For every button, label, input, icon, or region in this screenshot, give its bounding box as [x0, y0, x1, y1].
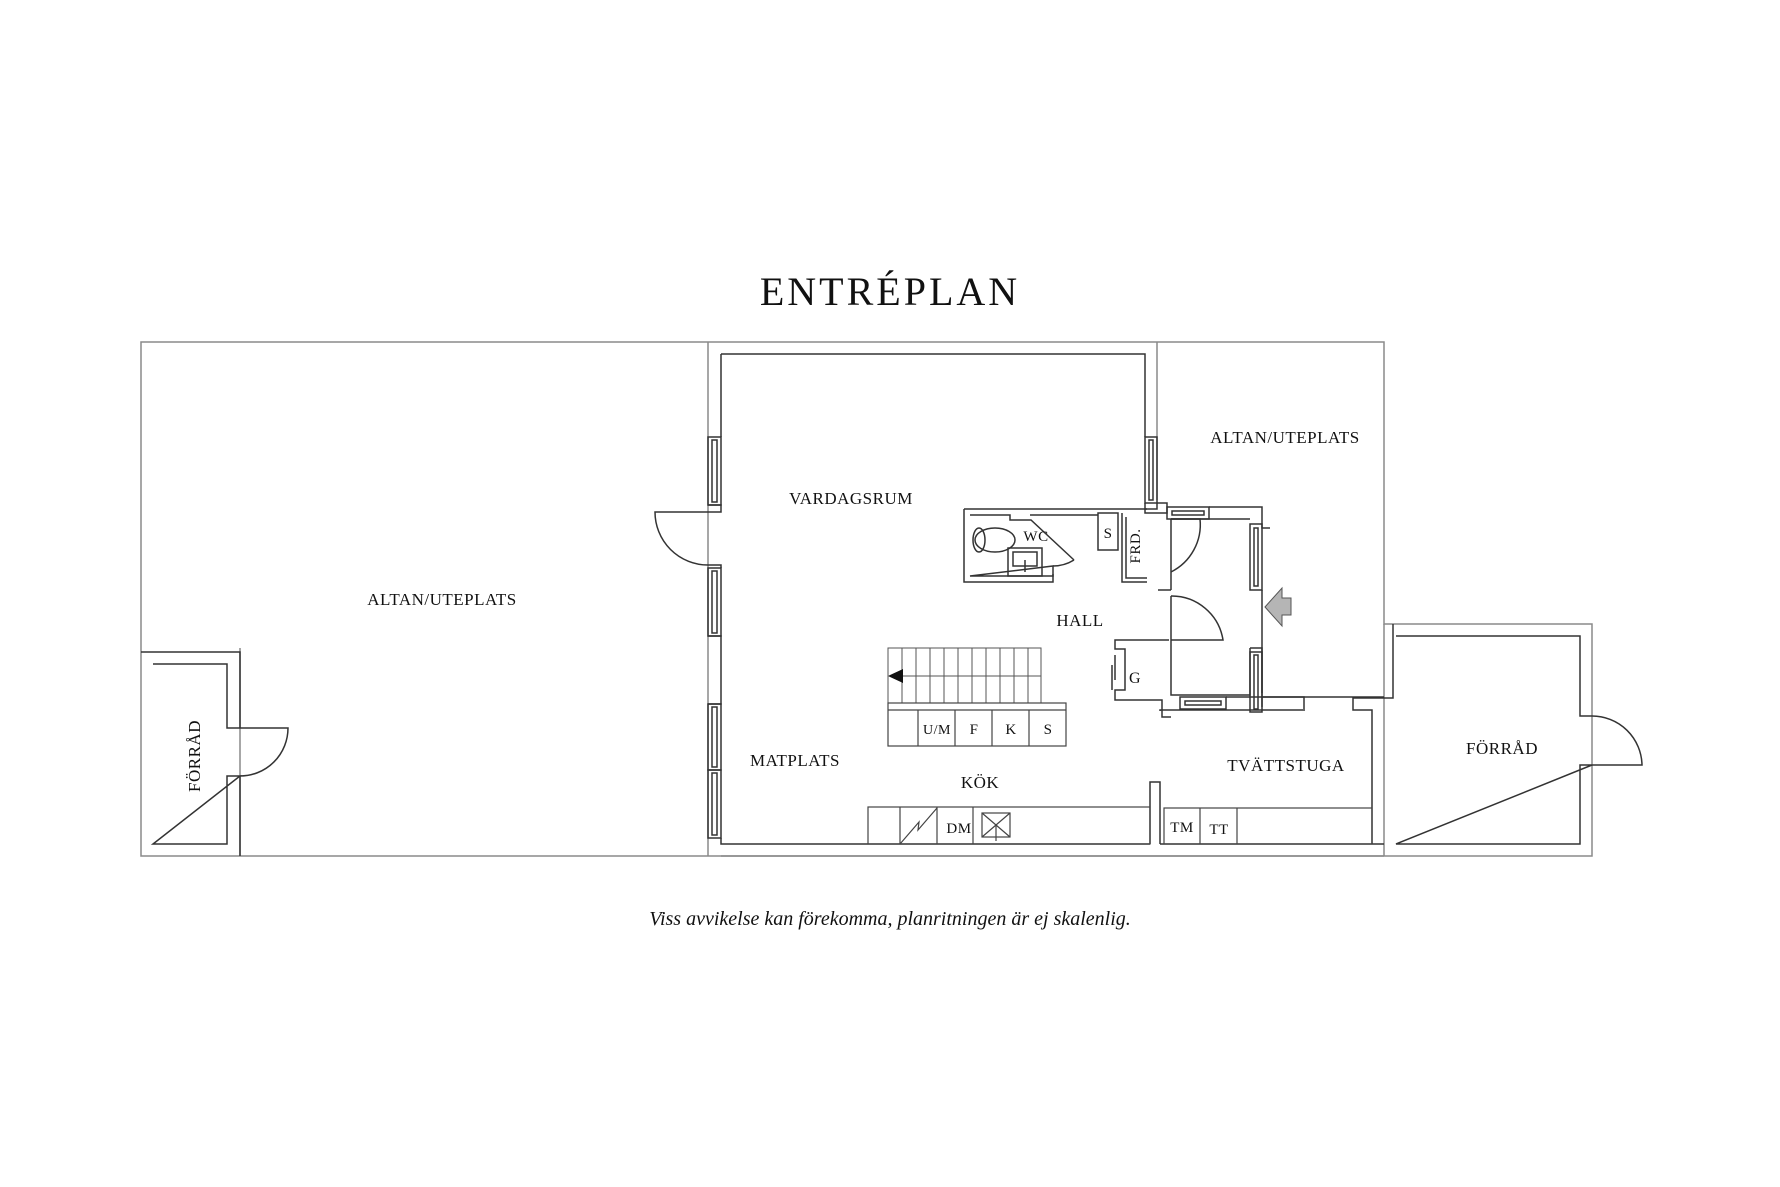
kitchen-island: [887, 702, 1067, 747]
room-label-altan-right: ALTAN/UTEPLATS: [1210, 428, 1360, 447]
stair-direction-arrow-icon: [888, 669, 903, 683]
sink-icon: [1007, 547, 1043, 577]
wc-room: [963, 508, 1147, 583]
room-label-forrad-left: FÖRRÅD: [185, 720, 204, 792]
appliance-um: U/M: [923, 723, 951, 738]
storage-left: [141, 651, 289, 856]
closet-label-s: S: [1104, 526, 1113, 542]
room-label-hall: HALL: [1056, 611, 1103, 630]
door-swing-icon: [239, 727, 289, 777]
closets: [1097, 512, 1171, 718]
staircase: [887, 647, 1042, 704]
laundry-counter: [1163, 807, 1373, 845]
kitchen-counter: [867, 806, 1151, 845]
closet-label-g: G: [1129, 670, 1141, 687]
room-label-forrad-right: FÖRRÅD: [1466, 739, 1538, 758]
plan-title: ENTRÉPLAN: [759, 269, 1021, 314]
room-label-wc: WC: [1023, 529, 1048, 545]
door-swing-icon: [654, 511, 709, 566]
toilet-icon: [974, 527, 1016, 553]
room-label-vardagsrum: VARDAGSRUM: [789, 489, 913, 508]
room-label-frd: FRD.: [1128, 529, 1144, 564]
entrance-arrow-icon: [1264, 586, 1292, 628]
appliance-tt: TT: [1209, 822, 1228, 838]
appliance-dm: DM: [946, 821, 971, 837]
appliance-tm: TM: [1170, 820, 1194, 836]
storage-right: [1395, 635, 1643, 845]
hall-walls: [1144, 502, 1384, 713]
room-label-tvattstuga: TVÄTTSTUGA: [1227, 756, 1345, 775]
appliance-s: S: [1044, 722, 1053, 738]
property-outline: [140, 341, 1593, 857]
appliance-f: F: [970, 722, 979, 738]
room-label-matplats: MATPLATS: [750, 751, 840, 770]
disclaimer-footnote: Viss avvikelse kan förekomma, planritnin…: [649, 908, 1131, 930]
appliance-k: K: [1005, 722, 1016, 738]
room-label-altan-left: ALTAN/UTEPLATS: [367, 590, 517, 609]
room-label-kok: KÖK: [961, 773, 1000, 792]
fridge-symbol-icon: [899, 807, 938, 845]
